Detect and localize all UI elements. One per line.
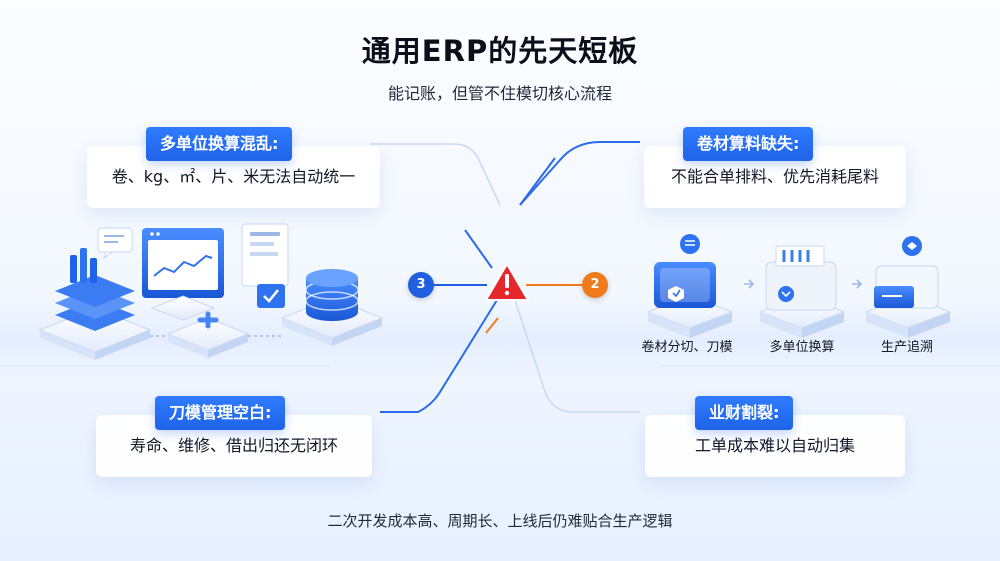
card-business-finance-split: 工单成本难以自动归集 (645, 415, 905, 477)
database-icon (280, 269, 384, 346)
step-badge-3: 3 (408, 272, 434, 298)
document-check-icon (241, 223, 289, 308)
tag-roll-material-missing: 卷材算料缺失: (683, 127, 814, 161)
tag-business-finance-split: 业财割裂: (695, 396, 794, 430)
connector-lines (0, 141, 1000, 413)
process-label-production-trace: 生产追溯 (880, 340, 933, 355)
page-subtitle: 能记账，但管不住模切核心流程 (387, 84, 612, 103)
monitor-chart-icon (142, 228, 224, 321)
card-text: 工单成本难以自动归集 (694, 436, 855, 455)
tag-unit-conversion-chaos: 多单位换算混乱: (146, 127, 293, 161)
card-text: 卷、kg、㎡、片、米无法自动统一 (111, 167, 356, 186)
card-text: 不能合单排料、优先消耗尾料 (670, 167, 879, 186)
card-unit-conversion-chaos: 卷、kg、㎡、片、米无法自动统一 (87, 146, 380, 208)
building-chart-icon (38, 248, 152, 360)
process-label-roll-cutting: 卷材分切、刀模 (641, 340, 733, 355)
warning-triangle-icon (485, 263, 529, 301)
roll-cutting-icon (646, 234, 734, 338)
process-label-unit-conversion: 多单位换算 (769, 340, 835, 355)
plus-tile-icon (166, 311, 250, 358)
arrow-right-icon (744, 279, 755, 289)
card-text: 寿命、维修、借出归还无闭环 (129, 436, 338, 455)
step-badge-2: 2 (582, 272, 608, 298)
tag-die-management-gap: 刀模管理空白: (155, 396, 286, 430)
production-trace-icon (864, 236, 952, 338)
footer-note: 二次开发成本高、周期长、上线后仍难贴合生产逻辑 (327, 512, 673, 530)
chat-bubble-icon (97, 227, 133, 260)
unit-conversion-icon (758, 245, 846, 338)
page-title: 通用ERP的先天短板 (361, 34, 639, 68)
arrow-right-icon (852, 279, 863, 289)
